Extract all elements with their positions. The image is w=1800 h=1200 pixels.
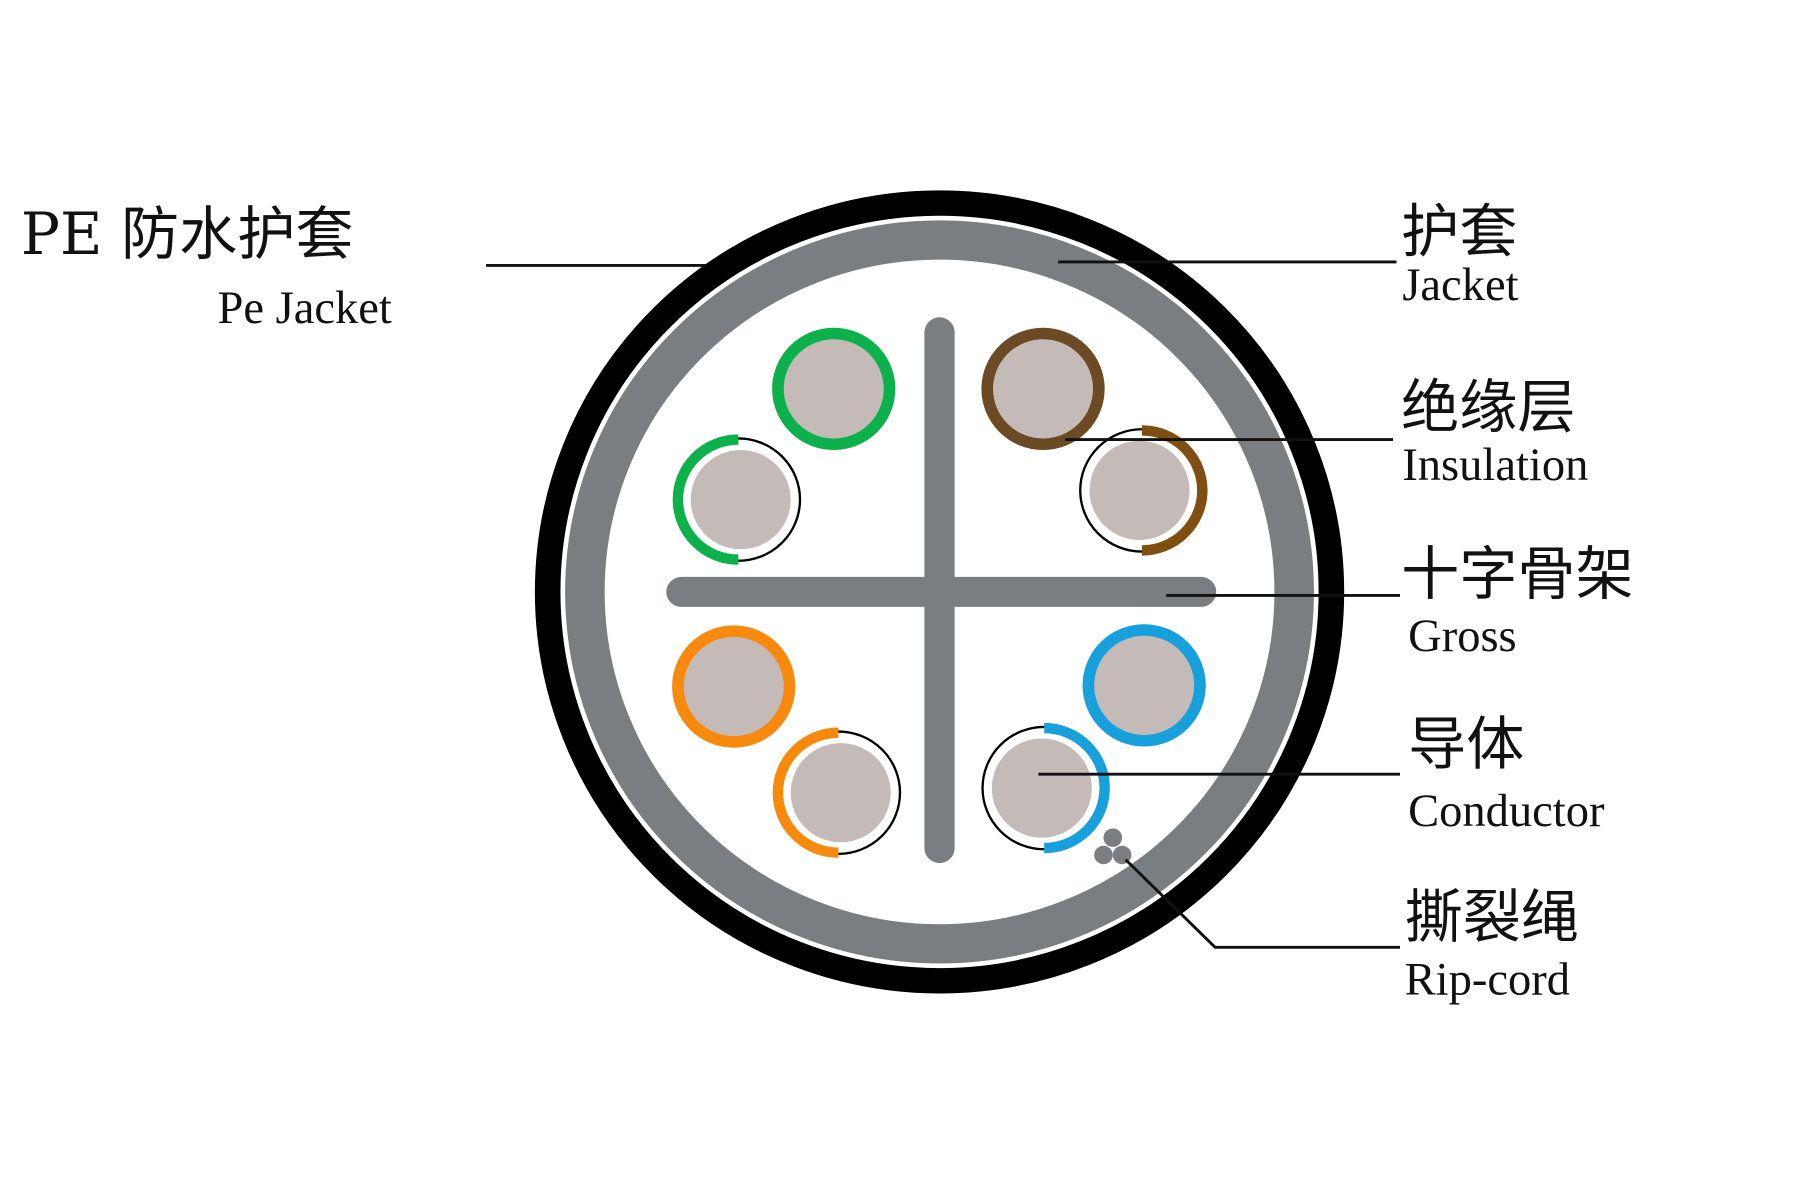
label-insulation-zh: 绝缘层 [1401,373,1575,441]
wire-orange [672,625,796,748]
label-gross-en: Gross [1408,611,1517,662]
label-jacket-zh: 护套 [1401,198,1517,266]
pe-jacket-ring [534,190,1345,994]
leader-rip-cord [1124,858,1400,949]
label-insulation-en: Insulation [1402,440,1588,491]
label-conductor-en: Conductor [1408,786,1605,837]
label-rip-cord-zh: 撕裂绳 [1405,883,1579,951]
label-conductor-zh: 导体 [1408,710,1524,778]
label-jacket-en: Jacket [1402,260,1518,311]
wire-brown-white [1079,425,1208,556]
jacket-ring [565,220,1314,964]
label-pe-jacket-en: Pe Jacket [218,283,392,334]
label-gross-zh: 十字骨架 [1401,540,1634,608]
wire-orange-white [772,727,902,858]
label-rip-cord-en: Rip-cord [1405,955,1570,1006]
wire-blue [1082,624,1206,747]
rip-cord [1094,828,1132,865]
wire-brown [981,327,1105,450]
wire-green-white [672,434,802,565]
wire-blue-white [981,722,1110,854]
label-pe-jacket-zh: PE 防水护套 [21,200,354,268]
wire-green [772,327,896,450]
